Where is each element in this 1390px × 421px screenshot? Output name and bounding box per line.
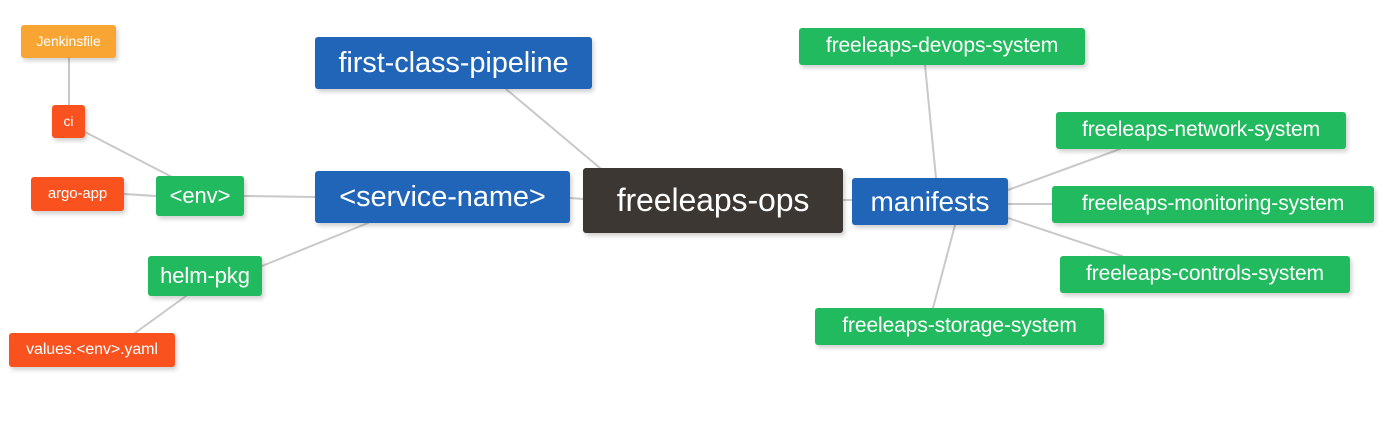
edge-manifests-to-freeleaps-network-system bbox=[1007, 148, 1121, 191]
edge-manifests-to-freeleaps-storage-system bbox=[932, 224, 956, 309]
node-freeleaps-monitoring-system[interactable]: freeleaps-monitoring-system bbox=[1052, 186, 1374, 223]
node-helm-pkg[interactable]: helm-pkg bbox=[148, 256, 262, 296]
node-label-jenkinsfile: Jenkinsfile bbox=[36, 33, 101, 50]
node-label-argo-app: argo-app bbox=[47, 185, 108, 203]
edge-argo-app-to-env bbox=[123, 193, 157, 197]
node-values-yaml[interactable]: values.<env>.yaml bbox=[9, 333, 175, 367]
node-label-service-name: <service-name> bbox=[339, 180, 546, 213]
edge-values-yaml-to-helm-pkg bbox=[134, 295, 187, 334]
node-label-env: <env> bbox=[169, 183, 231, 209]
node-ci[interactable]: ci bbox=[52, 105, 85, 138]
node-service-name[interactable]: <service-name> bbox=[315, 171, 570, 223]
node-label-freeleaps-storage-system: freeleaps-storage-system bbox=[842, 314, 1077, 338]
node-freeleaps-ops[interactable]: freeleaps-ops bbox=[583, 168, 843, 233]
node-label-freeleaps-controls-system: freeleaps-controls-system bbox=[1086, 262, 1324, 286]
node-manifests[interactable]: manifests bbox=[852, 178, 1008, 225]
node-label-ci: ci bbox=[63, 113, 74, 130]
node-freeleaps-storage-system[interactable]: freeleaps-storage-system bbox=[815, 308, 1104, 345]
node-label-helm-pkg: helm-pkg bbox=[160, 263, 250, 289]
node-label-freeleaps-ops: freeleaps-ops bbox=[616, 181, 810, 218]
edge-first-class-pipeline-to-freeleaps-ops bbox=[505, 88, 601, 169]
node-label-manifests: manifests bbox=[870, 185, 990, 217]
node-freeleaps-network-system[interactable]: freeleaps-network-system bbox=[1056, 112, 1346, 149]
node-argo-app[interactable]: argo-app bbox=[31, 177, 124, 211]
node-freeleaps-devops-system[interactable]: freeleaps-devops-system bbox=[799, 28, 1085, 65]
node-label-freeleaps-monitoring-system: freeleaps-monitoring-system bbox=[1081, 192, 1345, 216]
node-first-class-pipeline[interactable]: first-class-pipeline bbox=[315, 37, 592, 89]
node-label-values-yaml: values.<env>.yaml bbox=[26, 340, 158, 358]
node-freeleaps-controls-system[interactable]: freeleaps-controls-system bbox=[1060, 256, 1350, 293]
edge-service-name-to-freeleaps-ops bbox=[569, 197, 584, 200]
node-env[interactable]: <env> bbox=[156, 176, 244, 216]
node-label-freeleaps-network-system: freeleaps-network-system bbox=[1081, 118, 1320, 142]
edge-manifests-to-freeleaps-controls-system bbox=[1007, 217, 1123, 257]
node-jenkinsfile[interactable]: Jenkinsfile bbox=[21, 25, 116, 58]
edge-manifests-to-freeleaps-devops-system bbox=[924, 64, 937, 179]
node-label-first-class-pipeline: first-class-pipeline bbox=[338, 46, 569, 79]
edge-ci-to-env bbox=[84, 131, 173, 178]
node-label-freeleaps-devops-system: freeleaps-devops-system bbox=[825, 34, 1059, 58]
edge-env-to-service-name bbox=[243, 195, 316, 198]
edge-helm-pkg-to-service-name bbox=[261, 222, 369, 267]
